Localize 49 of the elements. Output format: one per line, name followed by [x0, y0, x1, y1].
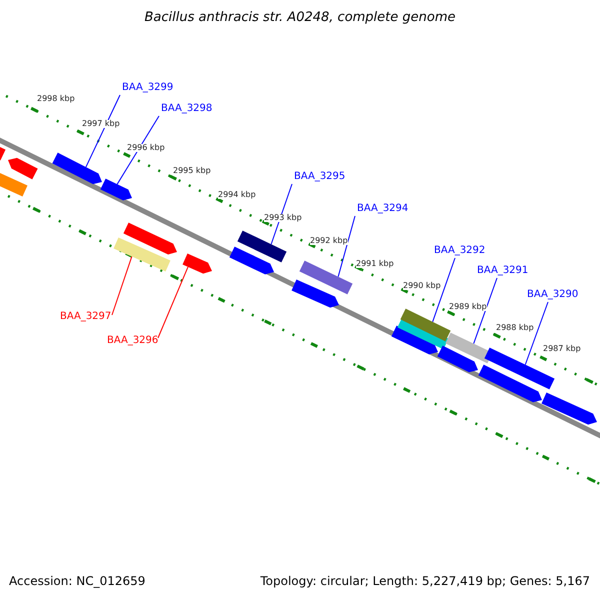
leader-line: [270, 184, 292, 245]
gene-feature: [391, 326, 438, 354]
gene-feature: [437, 346, 478, 372]
gene-feature: [292, 280, 339, 308]
gene-label: BAA_3296: [107, 336, 158, 346]
gene-label: BAA_3299: [122, 83, 174, 93]
scale-label: 2992 kbp: [310, 237, 348, 245]
title: Bacillus anthracis str. A0248, complete genome: [143, 11, 457, 24]
leader-line: [473, 278, 498, 344]
scale-label: 2996 kbp: [127, 144, 165, 152]
scale-label: 2998 kbp: [37, 95, 75, 103]
scale-label: 2988 kbp: [496, 324, 534, 332]
gene-feature: [229, 246, 274, 274]
gene-label: BAA_3290: [527, 290, 578, 300]
leader-line: [116, 116, 160, 185]
gene-label: BAA_3291: [477, 266, 528, 276]
scale-label: 2989 kbp: [449, 303, 487, 311]
scale-label: 2987 kbp: [543, 345, 581, 353]
gene-bar: [299, 260, 353, 294]
gene-feature: [100, 178, 132, 200]
scale-label: 2994 kbp: [218, 191, 256, 199]
scale-label: 2990 kbp: [403, 282, 441, 290]
gene-bar: [237, 230, 287, 262]
scale-label: 2997 kbp: [82, 120, 120, 128]
leader-line: [158, 266, 188, 338]
gene-bar: [114, 238, 170, 272]
scale-label: 2991 kbp: [356, 260, 394, 268]
gene-label: BAA_3295: [294, 172, 346, 182]
gene-feature: [182, 254, 212, 274]
leader-line: [85, 94, 120, 168]
leader-line: [338, 216, 356, 278]
gene-bar: [0, 170, 28, 196]
leader-line: [432, 258, 456, 322]
scale-label: 2995 kbp: [173, 167, 211, 175]
footer-text: Topology: circular; Length: 5,227,419 bp; Genes: 5,167: [260, 575, 590, 587]
gene-bar: [400, 308, 451, 342]
scale-label: 2993 kbp: [264, 214, 302, 222]
gene-feature: [123, 222, 177, 254]
leader-line: [524, 302, 548, 366]
gene-label: BAA_3292: [434, 246, 486, 256]
gene-feature: [52, 152, 102, 184]
gene-label: BAA_3297: [60, 312, 112, 322]
gene-feature: [8, 158, 38, 180]
gene-label: BAA_3294: [357, 204, 408, 214]
gene-feature: [478, 364, 542, 402]
footer-text: Accession: NC_012659: [9, 575, 146, 587]
gene-label: BAA_3298: [161, 104, 212, 114]
gene-feature: [542, 392, 597, 425]
leader-line: [112, 256, 132, 316]
